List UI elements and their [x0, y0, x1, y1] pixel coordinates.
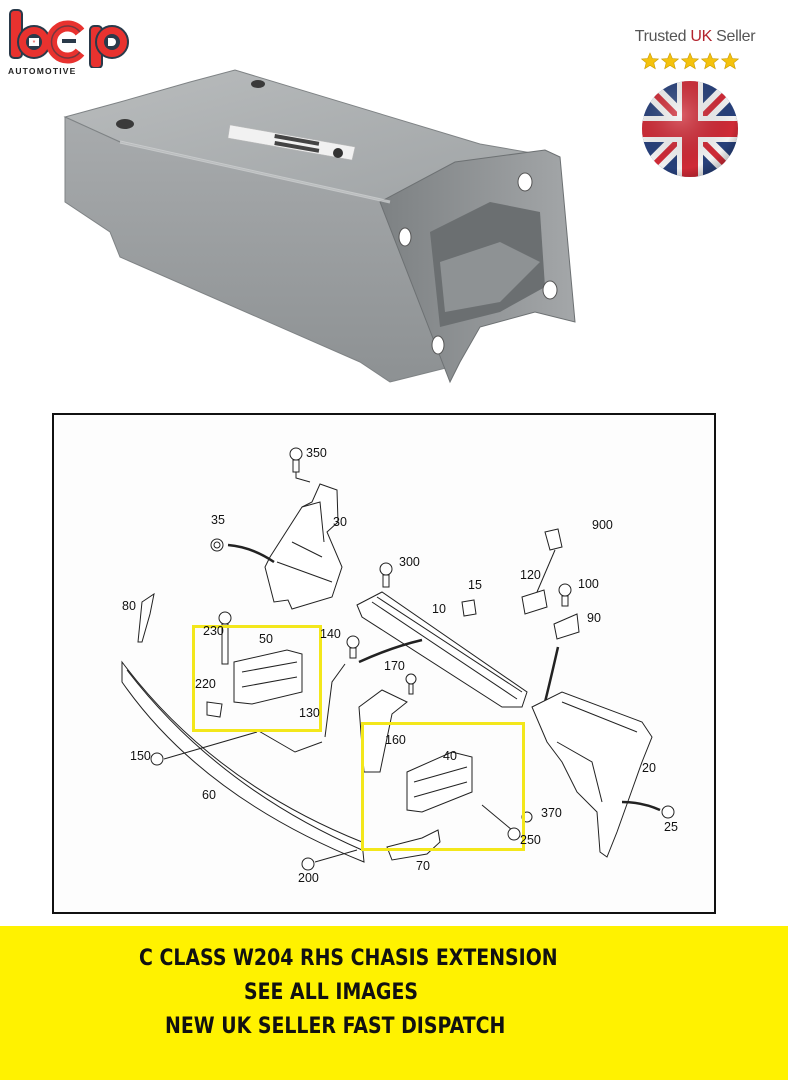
part-label-35: 35	[211, 513, 225, 527]
svg-text:*: *	[33, 40, 36, 47]
trusted-uk-seller-badge: Trusted UK Seller	[610, 28, 780, 46]
part-label-220: 220	[195, 677, 216, 691]
part-label-350: 350	[306, 446, 327, 460]
part-label-200: 200	[298, 871, 319, 885]
part-label-130: 130	[299, 706, 320, 720]
part-label-15: 15	[468, 578, 482, 592]
part-label-80: 80	[122, 599, 136, 613]
part-label-30: 30	[333, 515, 347, 529]
bcp-logo-icon: *	[9, 9, 129, 69]
part-label-10: 10	[432, 602, 446, 616]
part-label-90: 90	[587, 611, 601, 625]
trusted-suffix: Seller	[712, 28, 756, 45]
bcp-automotive-logo: * AUTOMOTIVE	[6, 6, 136, 76]
part-label-25: 25	[664, 820, 678, 834]
trusted-uk: UK	[690, 28, 713, 45]
banner-title: C CLASS W204 RHS CHASIS EXTENSION	[139, 946, 558, 971]
union-jack-icon	[641, 80, 739, 178]
star-icon	[640, 52, 660, 70]
part-label-250: 250	[520, 833, 541, 847]
logo-subtext: AUTOMOTIVE	[8, 66, 77, 76]
diagram-lineart	[121, 447, 675, 871]
star-icon	[720, 52, 740, 70]
banner-see-all-images: SEE ALL IMAGES	[244, 980, 419, 1005]
part-label-140: 140	[320, 627, 341, 641]
product-photo	[60, 62, 600, 392]
part-40-highlight	[361, 722, 525, 851]
part-label-70: 70	[416, 859, 430, 873]
part-label-40: 40	[443, 749, 457, 763]
star-icon	[660, 52, 680, 70]
trusted-text: Trusted UK Seller	[610, 28, 780, 46]
part-label-900: 900	[592, 518, 613, 532]
star-icon	[700, 52, 720, 70]
part-label-50: 50	[259, 632, 273, 646]
part-label-100: 100	[578, 577, 599, 591]
part-label-300: 300	[399, 555, 420, 569]
part-label-370: 370	[541, 806, 562, 820]
part-label-170: 170	[384, 659, 405, 673]
part-50-highlight	[192, 625, 322, 732]
product-title-banner: C CLASS W204 RHS CHASIS EXTENSION SEE AL…	[0, 926, 788, 1080]
part-label-160: 160	[385, 733, 406, 747]
part-label-120: 120	[520, 568, 541, 582]
banner-fast-dispatch: NEW UK SELLER FAST DISPATCH	[165, 1014, 506, 1039]
five-star-rating	[640, 51, 740, 71]
part-label-20: 20	[642, 761, 656, 775]
parts-exploded-diagram: 350 30 35 300 900 15 120 100 10 90 80 23…	[52, 413, 716, 914]
star-icon	[680, 52, 700, 70]
trusted-prefix: Trusted	[634, 28, 691, 45]
part-label-230: 230	[203, 624, 224, 638]
part-label-150: 150	[130, 749, 151, 763]
part-label-60: 60	[202, 788, 216, 802]
